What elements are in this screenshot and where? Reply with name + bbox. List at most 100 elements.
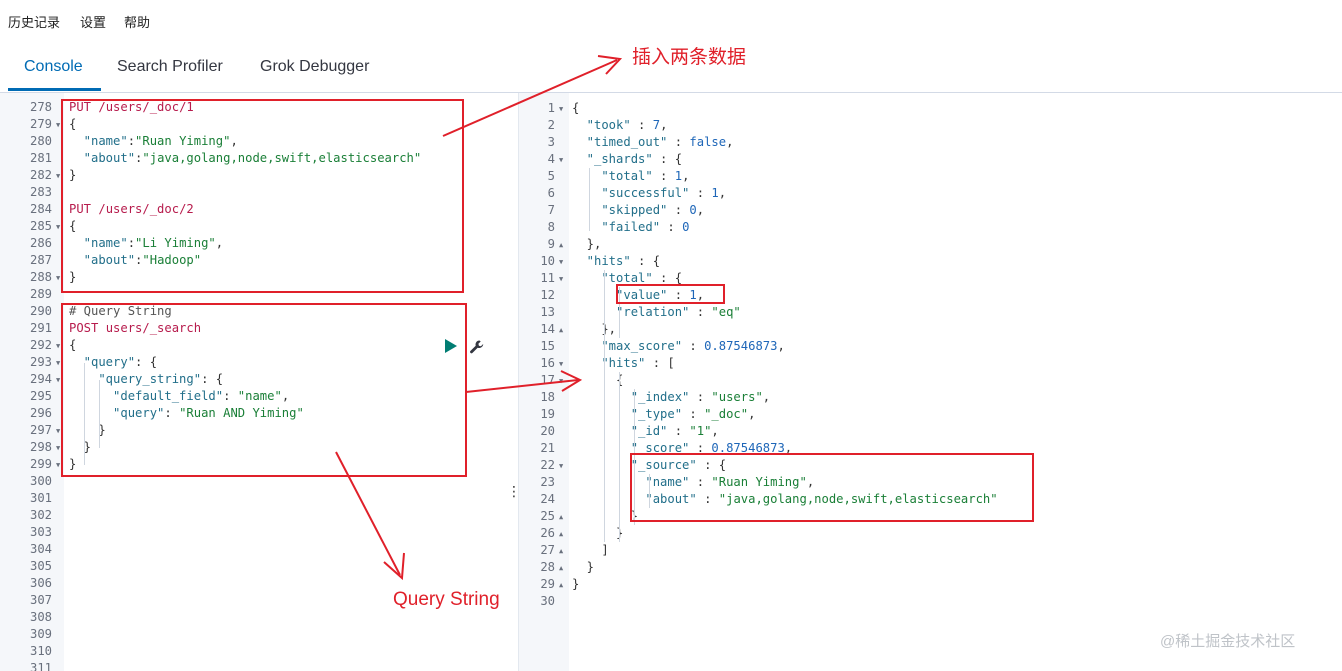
code-token: : { xyxy=(652,152,683,166)
code-token: "query_string" xyxy=(69,372,202,386)
code-line: "query": "Ruan AND Yiming" xyxy=(69,405,304,422)
run-request-icon[interactable] xyxy=(444,339,458,353)
line-number: 16 xyxy=(540,356,555,370)
line-number: 3 xyxy=(547,135,555,149)
fold-up-icon[interactable]: ▲ xyxy=(559,513,564,521)
fold-down-icon[interactable]: ▼ xyxy=(56,461,61,469)
fold-down-icon[interactable]: ▼ xyxy=(56,342,61,350)
code-line: "query_string": { xyxy=(69,371,223,388)
line-number: 7 xyxy=(547,203,555,217)
more-options-icon[interactable]: ⋮ xyxy=(507,483,521,499)
line-number: 288 xyxy=(29,270,52,284)
code-token: } xyxy=(69,457,77,471)
fold-down-icon[interactable]: ▼ xyxy=(559,462,564,470)
fold-down-icon[interactable]: ▼ xyxy=(559,156,564,164)
code-token: : { xyxy=(630,254,661,268)
wrench-icon[interactable] xyxy=(469,339,485,355)
code-token: : xyxy=(135,253,143,267)
tab-console[interactable]: Console xyxy=(24,58,83,75)
code-token: { xyxy=(69,117,77,131)
code-token: }, xyxy=(572,322,617,336)
fold-down-icon[interactable]: ▼ xyxy=(56,427,61,435)
code-token: } xyxy=(69,440,92,454)
code-token: "Ruan Yiming" xyxy=(135,134,231,148)
code-token: "failed" xyxy=(572,220,661,234)
line-number: 311 xyxy=(29,661,52,671)
fold-down-icon[interactable]: ▼ xyxy=(559,258,564,266)
line-number: 283 xyxy=(29,185,52,199)
code-line: { xyxy=(572,100,579,117)
code-token: : xyxy=(696,492,719,506)
line-number: 292 xyxy=(29,338,52,352)
line-number: 303 xyxy=(29,525,52,539)
fold-up-icon[interactable]: ▲ xyxy=(559,547,564,555)
line-number: 14 xyxy=(540,322,555,336)
line-number: 6 xyxy=(547,186,555,200)
code-line: "successful" : 1, xyxy=(572,185,726,202)
fold-up-icon[interactable]: ▲ xyxy=(559,564,564,572)
fold-up-icon[interactable]: ▲ xyxy=(559,530,564,538)
code-line: "took" : 7, xyxy=(572,117,668,134)
indent-guide xyxy=(84,363,85,465)
pane-resizer[interactable] xyxy=(518,93,519,671)
fold-down-icon[interactable]: ▼ xyxy=(56,376,61,384)
code-token: , xyxy=(230,134,238,148)
fold-up-icon[interactable]: ▲ xyxy=(559,581,564,589)
code-line: "timed_out" : false, xyxy=(572,134,734,151)
code-token: "name" xyxy=(69,134,128,148)
tab-grok-debugger[interactable]: Grok Debugger xyxy=(260,58,370,75)
fold-down-icon[interactable]: ▼ xyxy=(559,275,564,283)
code-token: , xyxy=(726,135,734,149)
code-line: } xyxy=(69,456,76,473)
code-token: } xyxy=(69,270,77,284)
line-number: 22 xyxy=(540,458,555,472)
code-token: { xyxy=(69,338,77,352)
fold-down-icon[interactable]: ▼ xyxy=(56,359,61,367)
code-token: "Hadoop" xyxy=(142,253,202,267)
code-token: : xyxy=(127,134,136,148)
annotation-label-insert: 插入两条数据 xyxy=(632,47,747,68)
fold-down-icon[interactable]: ▼ xyxy=(56,121,61,129)
code-token: "query" xyxy=(69,355,136,369)
fold-up-icon[interactable]: ▲ xyxy=(559,326,564,334)
code-token: "timed_out" xyxy=(572,135,668,149)
code-line: { xyxy=(69,218,76,235)
code-token: : { xyxy=(201,372,224,386)
code-token: { xyxy=(572,101,580,115)
code-line: "name":"Li Yiming", xyxy=(69,235,223,252)
code-token: /users/_doc/1 xyxy=(98,100,194,114)
line-number: 8 xyxy=(547,220,555,234)
fold-up-icon[interactable]: ▲ xyxy=(559,241,564,249)
fold-down-icon[interactable]: ▼ xyxy=(559,360,564,368)
code-token: : xyxy=(689,305,712,319)
line-number: 301 xyxy=(29,491,52,505)
code-line: "_source" : { xyxy=(572,457,726,474)
code-token: false xyxy=(689,135,727,149)
code-token: 1 xyxy=(674,169,683,183)
code-token: , xyxy=(281,389,290,403)
menu-help[interactable]: 帮助 xyxy=(124,15,151,30)
code-token: "_score" xyxy=(572,441,690,455)
fold-down-icon[interactable]: ▼ xyxy=(56,223,61,231)
line-number: 25 xyxy=(540,509,555,523)
line-number: 28 xyxy=(540,560,555,574)
line-number: 279 xyxy=(29,117,52,131)
code-line: "about" : "java,golang,node,swift,elasti… xyxy=(572,491,997,508)
code-token: "name" xyxy=(572,475,690,489)
menu-history[interactable]: 历史记录 xyxy=(8,15,61,30)
code-token: "relation" xyxy=(572,305,690,319)
tab-search-profiler[interactable]: Search Profiler xyxy=(117,58,223,75)
line-number: 307 xyxy=(29,593,52,607)
menu-settings[interactable]: 设置 xyxy=(80,15,107,30)
fold-down-icon[interactable]: ▼ xyxy=(56,172,61,180)
code-token: "max_score" xyxy=(572,339,683,353)
fold-down-icon[interactable]: ▼ xyxy=(559,105,564,113)
fold-down-icon[interactable]: ▼ xyxy=(56,444,61,452)
code-token: : xyxy=(667,135,690,149)
line-number: 298 xyxy=(29,440,52,454)
fold-down-icon[interactable]: ▼ xyxy=(56,274,61,282)
indent-guide xyxy=(604,270,605,542)
line-number: 280 xyxy=(29,134,52,148)
